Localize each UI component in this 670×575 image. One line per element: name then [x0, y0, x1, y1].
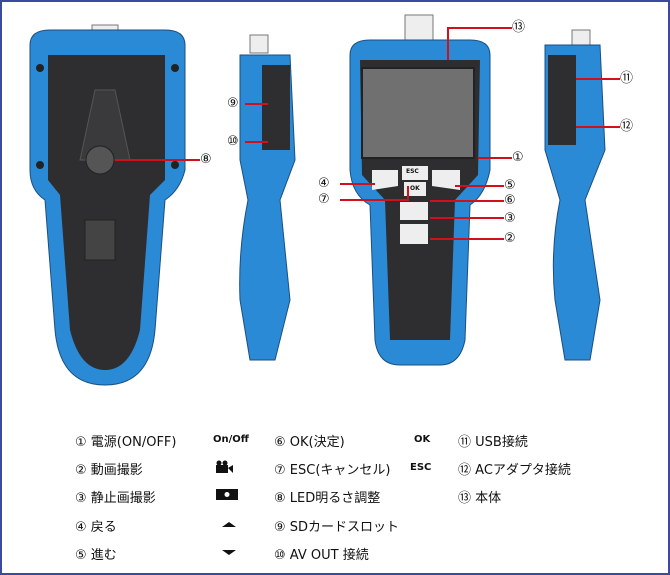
callout-2: ②: [504, 231, 516, 246]
legend-item-9: ⑨ SDカードスロット: [274, 520, 400, 535]
callout-11: ⑪: [620, 71, 634, 86]
callout-4: ④: [318, 176, 330, 191]
callout-9: ⑨: [227, 96, 239, 111]
legend-item-1: ① 電源(ON/OFF): [75, 435, 177, 450]
legend-item-3: ③ 静止画撮影: [75, 491, 156, 506]
callout-7: ⑦: [318, 192, 330, 207]
esc-icon-label: ESC: [410, 462, 432, 473]
device-back-view: [29, 24, 200, 386]
camera-icon: [216, 489, 238, 500]
callout-1: ①: [512, 150, 524, 165]
legend-item-2: ② 動画撮影: [75, 463, 143, 478]
ok-icon-label: OK: [414, 434, 431, 445]
esc-button-label: ESC: [406, 168, 419, 175]
legend-item-8: ⑧ LED明るさ調整: [274, 491, 381, 506]
device-side-view-left: [239, 34, 296, 361]
down-arrow-icon: [222, 550, 236, 555]
legend-item-7: ⑦ ESC(キャンセル): [274, 463, 391, 478]
device-side-view-right: [544, 29, 620, 361]
callout-5: ⑤: [504, 178, 516, 193]
device-front-view: [340, 14, 512, 366]
callout-12: ⑫: [620, 119, 634, 134]
callout-10: ⑩: [227, 134, 239, 149]
legend-item-6: ⑥ OK(決定): [274, 435, 345, 450]
callout-3: ③: [504, 211, 516, 226]
legend-item-5: ⑤ 進む: [75, 548, 117, 563]
on-off-icon-label: On/Off: [213, 434, 249, 445]
callout-13: ⑬: [512, 20, 526, 35]
legend-item-10: ⑩ AV OUT 接続: [274, 548, 369, 563]
up-arrow-icon: [222, 522, 236, 527]
legend-item-12: ⑫ ACアダプタ接続: [458, 463, 571, 478]
legend-item-4: ④ 戻る: [75, 520, 117, 535]
callout-8: ⑧: [200, 152, 212, 167]
device-illustrations: [29, 14, 620, 386]
legend-item-11: ⑪ USB接続: [458, 435, 528, 450]
callout-6: ⑥: [504, 193, 516, 208]
ok-button-label: OK: [410, 185, 420, 192]
legend-item-13: ⑬ 本体: [458, 491, 502, 506]
video-camera-icon: [216, 460, 233, 473]
